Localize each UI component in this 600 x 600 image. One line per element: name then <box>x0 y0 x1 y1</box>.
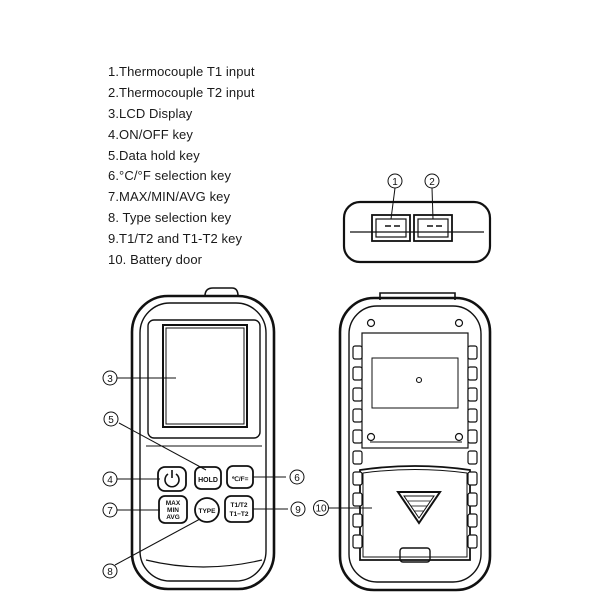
callout-4: 4 <box>102 471 118 487</box>
legend-item-7: 7.MAX/MIN/AVG key <box>108 189 231 205</box>
power-icon <box>164 470 180 488</box>
warning-triangle-icon <box>396 491 442 525</box>
max-min-avg-key: MAX MIN AVG <box>158 495 188 524</box>
legend-list: 1.Thermocouple T1 input 2.Thermocouple T… <box>108 62 255 271</box>
svg-text:MIN: MIN <box>167 507 179 514</box>
top-view <box>342 187 492 264</box>
svg-text:7: 7 <box>107 506 113 517</box>
svg-text:4: 4 <box>107 475 113 486</box>
legend-item-5: 5.Data hold key <box>108 147 200 163</box>
callout-6: 6 <box>289 469 305 485</box>
svg-text:6: 6 <box>294 473 300 484</box>
svg-text:2: 2 <box>429 177 435 188</box>
legend-item-8: 8. Type selection key <box>108 210 232 226</box>
legend-item-6: 6.°C/°F selection key <box>108 168 232 184</box>
front-view <box>130 287 276 591</box>
on-off-key <box>157 466 187 492</box>
legend-item-4: 4.ON/OFF key <box>108 126 193 142</box>
callout-5: 5 <box>103 411 119 427</box>
callout-7: 7 <box>102 502 118 518</box>
svg-text:MAX: MAX <box>166 500 181 507</box>
legend-item-10: 10. Battery door <box>108 252 203 268</box>
legend-item-1: 1.Thermocouple T1 input <box>108 64 255 79</box>
svg-text:HOLD: HOLD <box>198 477 218 484</box>
svg-text:AVG: AVG <box>166 514 180 521</box>
back-grip-ridges <box>352 345 478 549</box>
svg-text:9: 9 <box>295 505 301 516</box>
svg-text:10: 10 <box>315 504 327 515</box>
svg-text:1: 1 <box>392 177 398 188</box>
svg-text:TYPE: TYPE <box>199 508 217 515</box>
svg-text:3: 3 <box>107 374 113 385</box>
callout-9: 9 <box>290 501 306 517</box>
svg-text:8: 8 <box>107 567 113 578</box>
screw-icon <box>366 318 464 442</box>
svg-text:T1−T2: T1−T2 <box>230 511 249 518</box>
legend-item-2: 2.Thermocouple T2 input <box>108 84 255 100</box>
callout-10: 10 <box>313 500 329 516</box>
hold-key: HOLD <box>194 466 222 490</box>
type-key: TYPE <box>194 497 220 523</box>
callout-3: 3 <box>102 370 118 386</box>
callout-2: 2 <box>424 173 440 189</box>
front-leader-lines <box>114 377 288 566</box>
callout-8: 8 <box>102 563 118 579</box>
legend-item-9: 9.T1/T2 and T1-T2 key <box>108 231 243 247</box>
svg-text:T1/T2: T1/T2 <box>231 502 248 509</box>
legend-item-3: 3.LCD Display <box>108 105 193 121</box>
svg-text:5: 5 <box>108 415 114 426</box>
svg-text:℃/F=: ℃/F= <box>232 475 249 483</box>
t1-t2-key: T1/T2 T1−T2 <box>224 495 254 523</box>
unit-select-key: ℃/F= <box>226 465 254 489</box>
callout-1: 1 <box>387 173 403 189</box>
